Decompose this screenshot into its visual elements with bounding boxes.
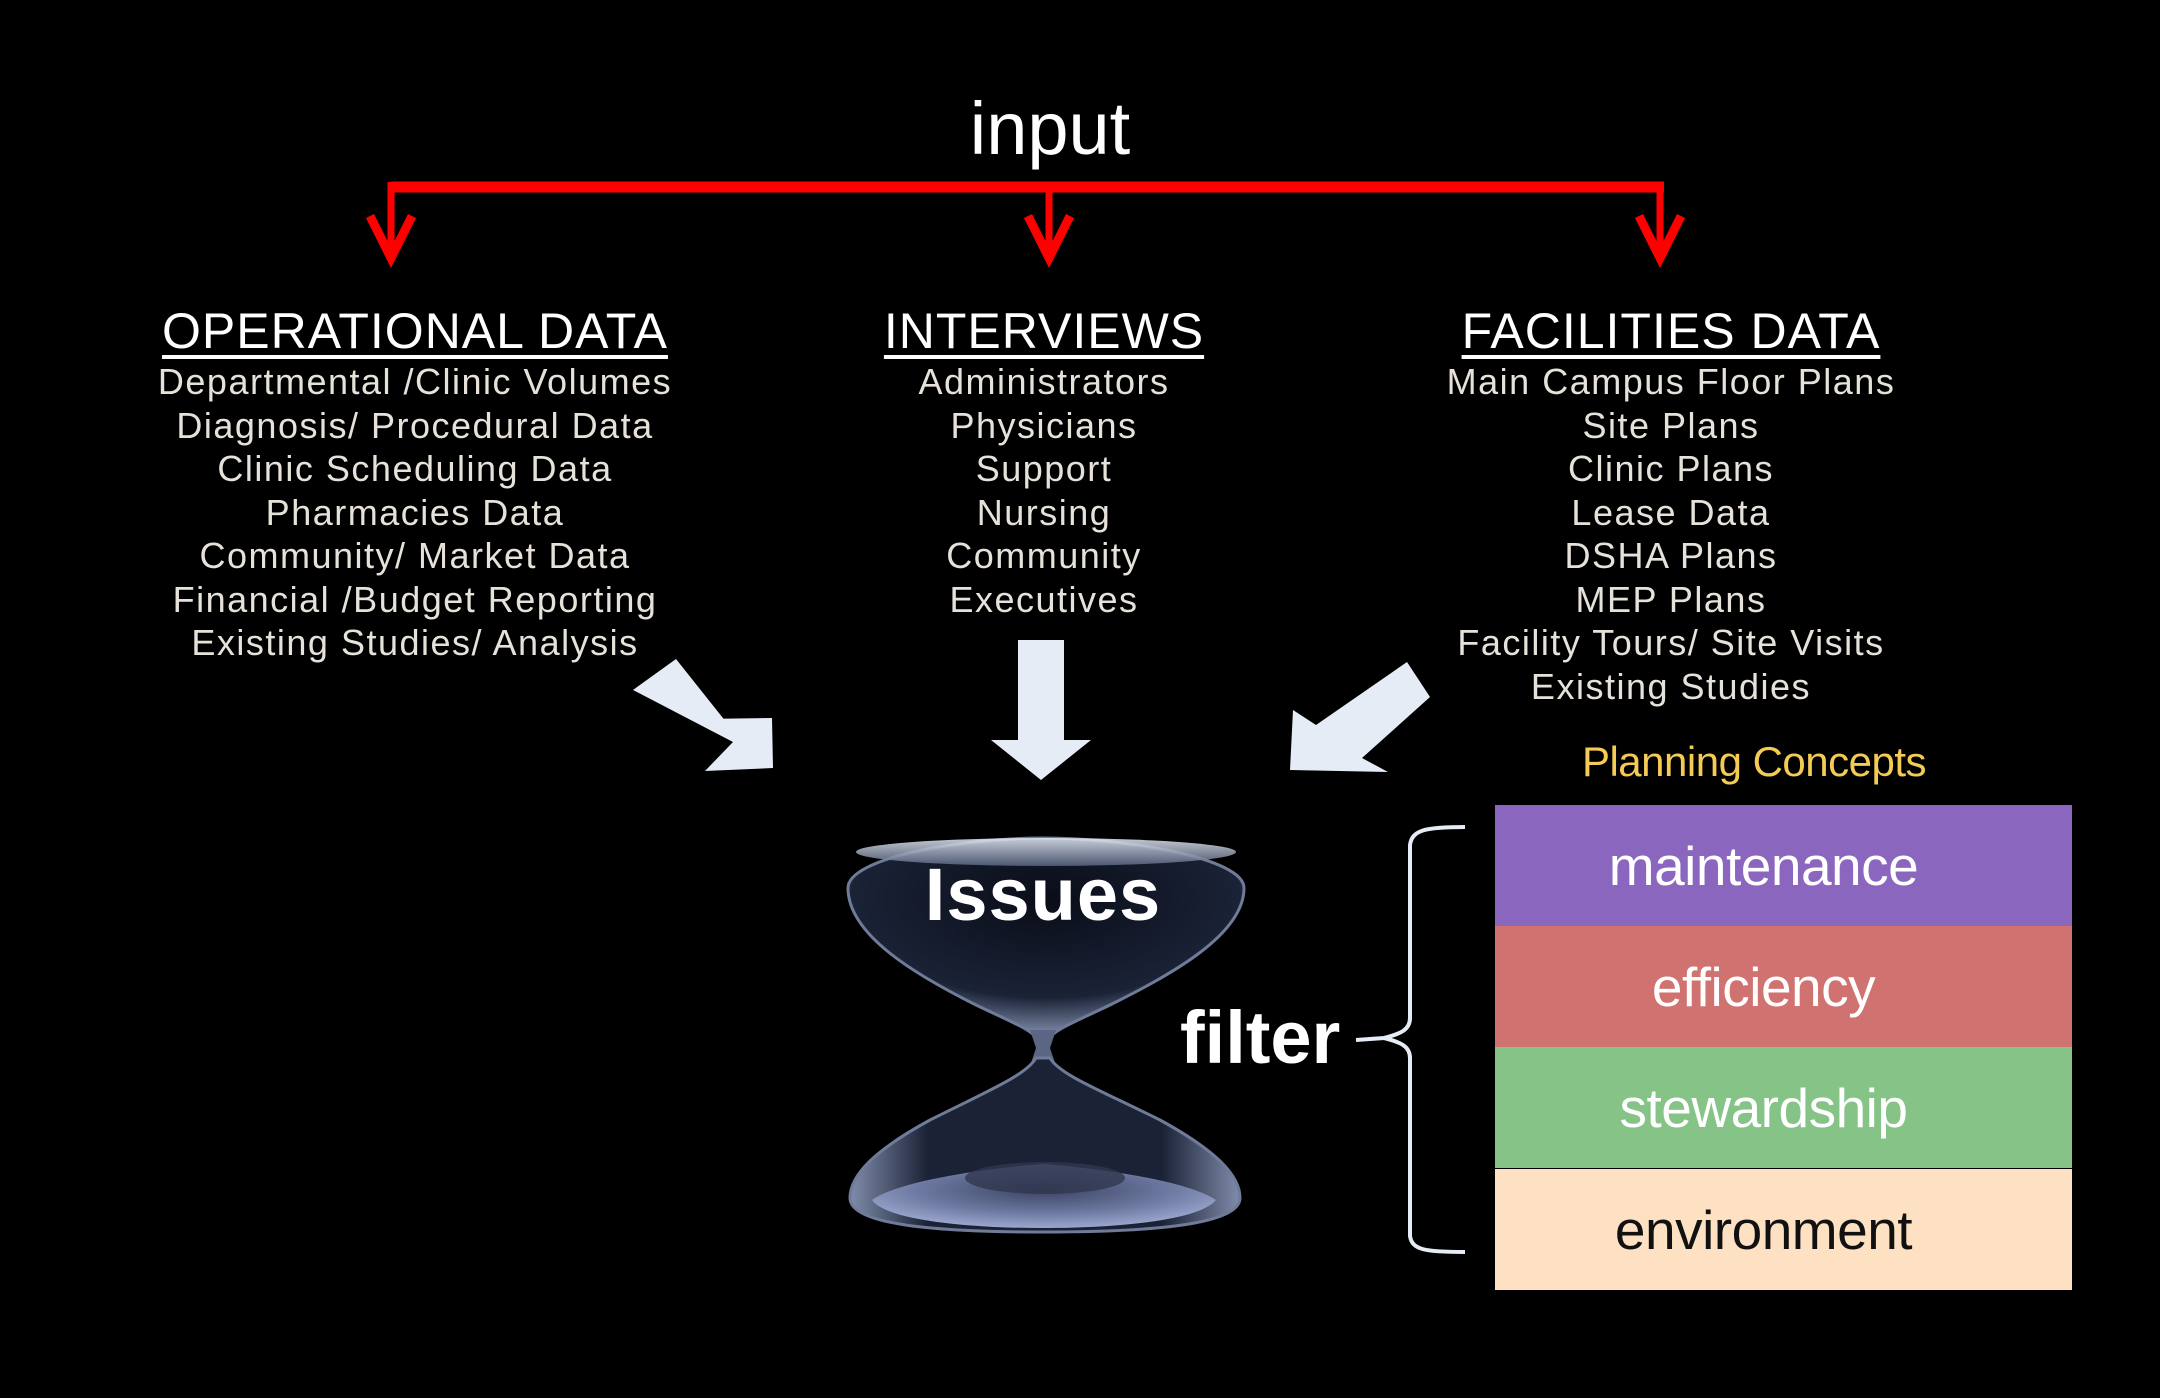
list-item: Physicians [950, 404, 1138, 446]
list-item: Existing Studies [1530, 665, 1812, 707]
filter-bracket-icon [1355, 825, 1466, 1254]
concept-label: efficiency [1651, 955, 1876, 1018]
column-heading: INTERVIEWS [883, 303, 1205, 359]
column-heading: FACILITIES DATA [1461, 303, 1881, 359]
concept-label: maintenance [1608, 834, 1919, 897]
hourglass-icon [846, 836, 1246, 1234]
column-interviews: INTERVIEWS Administrators Physicians Sup… [884, 302, 1204, 621]
list-item: Clinic Plans [1567, 448, 1775, 489]
list-item: Community [946, 535, 1142, 576]
list-item: Site Plans [1582, 404, 1760, 446]
arrow-facilities-icon [1634, 182, 1686, 269]
column-operational-data: OPERATIONAL DATA Departmental /Clinic Vo… [158, 302, 672, 665]
list-item: Facility Tours/ Site Visits [1457, 622, 1885, 663]
list-item: MEP Plans [1575, 578, 1767, 620]
column-facilities-data: FACILITIES DATA Main Campus Floor Plans … [1447, 302, 1896, 708]
flow-arrow-diagonal-right-icon [633, 659, 773, 771]
concept-environment: environment [1495, 1169, 2072, 1290]
list-item: Community/ Market Data [199, 535, 631, 576]
item-list: Departmental /Clinic Volumes Diagnosis/ … [158, 360, 672, 665]
list-item: Diagnosis/ Procedural Data [176, 404, 654, 446]
item-list: Main Campus Floor Plans Site Plans Clini… [1447, 360, 1896, 708]
list-item: Clinic Scheduling Data [217, 448, 613, 489]
arrow-operational-icon [365, 182, 417, 269]
input-arrows [365, 181, 1686, 269]
concept-label: environment [1614, 1198, 1913, 1261]
concept-maintenance: maintenance [1495, 805, 2072, 926]
list-item: Lease Data [1571, 491, 1771, 533]
concept-stewardship: stewardship [1495, 1047, 2072, 1168]
flow-arrows [633, 640, 1430, 780]
list-item: Financial /Budget Reporting [172, 578, 658, 620]
list-item: Main Campus Floor Plans [1446, 361, 1896, 402]
flow-arrow-diagonal-left-icon [1290, 662, 1430, 772]
list-item: Nursing [976, 491, 1112, 533]
list-item: Existing Studies/ Analysis [191, 622, 639, 663]
list-item: Administrators [918, 361, 1170, 402]
list-item: Executives [949, 578, 1139, 620]
item-list: Administrators Physicians Support Nursin… [884, 360, 1204, 621]
flow-arrow-down-icon [991, 640, 1091, 780]
list-item: Support [975, 448, 1113, 489]
issues-label: Issues [924, 853, 1162, 936]
column-heading: OPERATIONAL DATA [162, 303, 668, 359]
list-item: Pharmacies Data [265, 491, 565, 533]
list-item: DSHA Plans [1564, 535, 1778, 576]
concept-efficiency: efficiency [1495, 926, 2072, 1047]
arrow-interviews-icon [1023, 182, 1075, 269]
input-title: input [969, 87, 1131, 170]
concept-label: stewardship [1619, 1076, 1908, 1139]
filter-label: filter [1180, 996, 1341, 1079]
planning-concepts-label: Planning Concepts [1581, 738, 1927, 785]
list-item: Departmental /Clinic Volumes [157, 361, 673, 402]
